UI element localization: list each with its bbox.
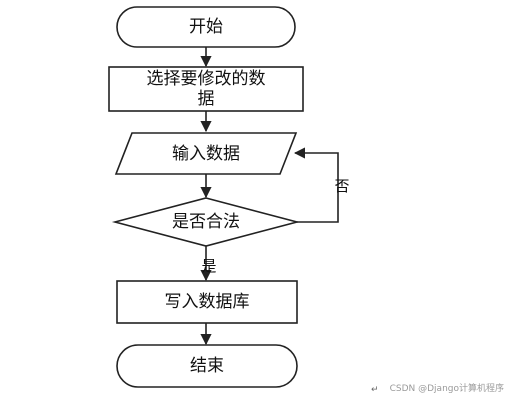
start-node: 开始 [116,6,296,48]
select-node: 选择要修改的数 据 [108,66,304,112]
write-label: 写入数据库 [165,292,250,312]
edge-yes-label: 是 [201,257,216,275]
select-label-line2: 据 [198,89,215,109]
end-node: 结束 [116,344,298,388]
return-mark: ↵ [371,385,379,395]
edge-no-label: 否 [334,177,349,195]
watermark-text: CSDN @Django计算机程序 [389,384,504,394]
input-shape [114,132,298,175]
start-label: 开始 [189,17,223,37]
edge-decision-no-loop [293,147,339,223]
write-shape [116,280,298,324]
select-shape [108,66,304,112]
decision-label: 是否合法 [172,212,240,232]
input-node: 输入数据 [114,132,298,175]
input-label: 输入数据 [172,144,240,164]
decision-node: 是否合法 [111,197,301,247]
select-label-line1: 选择要修改的数 [147,69,266,89]
end-shape [116,344,298,388]
write-node: 写入数据库 [116,280,298,324]
end-label: 结束 [190,356,224,376]
